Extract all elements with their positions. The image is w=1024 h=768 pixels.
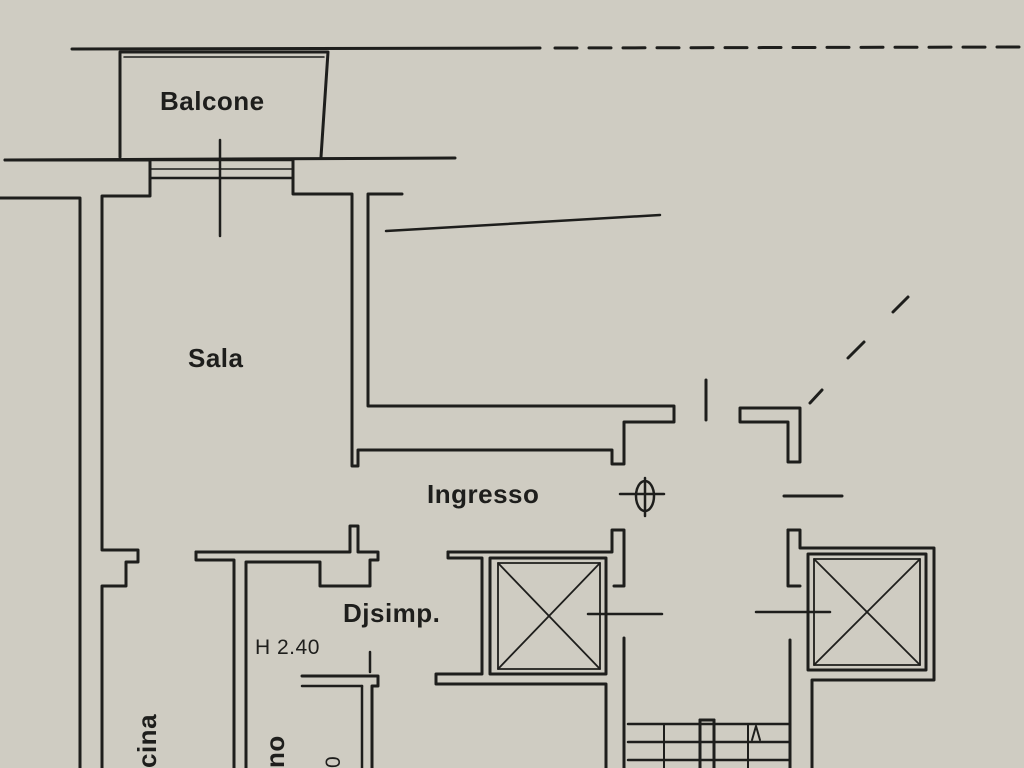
room-label-balcone: Balcone bbox=[160, 86, 265, 116]
room-label-cucina-partial: cina bbox=[132, 713, 162, 768]
room-label-sala: Sala bbox=[188, 343, 244, 373]
disimpegno-walls bbox=[194, 524, 380, 768]
room-label-disimpegno: Djsimp. bbox=[343, 598, 441, 628]
room-label-bagno-partial: no bbox=[260, 735, 290, 768]
property-boundary-line bbox=[70, 45, 1024, 51]
elevator-shaft-right bbox=[754, 528, 936, 768]
bagno-dimension-partial: 0 bbox=[322, 755, 345, 768]
balcony-outline bbox=[118, 50, 330, 159]
elevator-shaft-left bbox=[434, 528, 664, 768]
balcony-window bbox=[148, 138, 295, 238]
exterior-wall-top bbox=[0, 156, 457, 768]
staircase bbox=[626, 718, 792, 768]
sala-ingresso-wall bbox=[291, 158, 676, 468]
north-compass-symbol bbox=[618, 476, 666, 518]
room-label-ingresso: Ingresso bbox=[427, 479, 540, 509]
entrance-door-frame bbox=[704, 295, 910, 498]
ceiling-height-label: H 2.40 bbox=[255, 636, 320, 659]
